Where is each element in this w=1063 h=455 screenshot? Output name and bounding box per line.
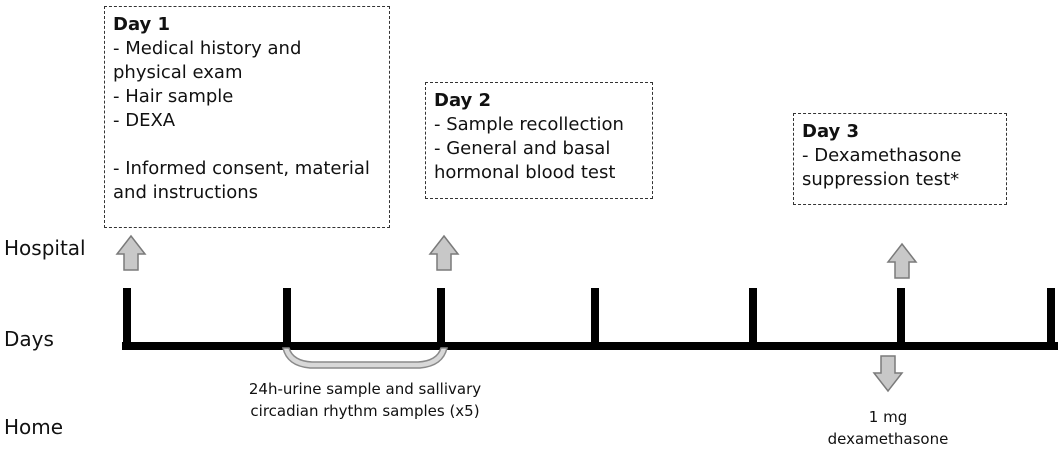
day2-box: Day 2 - Sample recollection - General an… bbox=[425, 82, 653, 199]
day1-title: Day 1 bbox=[113, 14, 171, 35]
row-label-home: Home bbox=[4, 415, 64, 439]
day3-title: Day 3 bbox=[802, 121, 860, 142]
hospital-arrow-up-icon-day3 bbox=[886, 242, 918, 279]
day1-line-1: - Medical history and bbox=[113, 38, 302, 59]
timeline-axis bbox=[122, 342, 1058, 350]
urine-sample-caption: 24h-urine sample and sallivary circadian… bbox=[240, 378, 490, 422]
home-arrow-down-icon bbox=[872, 355, 904, 393]
day2-title: Day 2 bbox=[434, 90, 492, 111]
dex-caption-line-2: dexamethasone bbox=[827, 430, 949, 448]
day-tick-7 bbox=[1047, 288, 1055, 346]
row-label-days: Days bbox=[4, 327, 54, 351]
day1-line-6: and instructions bbox=[113, 182, 258, 203]
day3-line-1: - Dexamethasone bbox=[802, 145, 962, 166]
day2-line-1: - Sample recollection bbox=[434, 114, 624, 135]
urine-caption-line-1: 24h-urine sample and sallivary bbox=[248, 380, 482, 398]
day1-line-3: - Hair sample bbox=[113, 86, 234, 107]
dex-caption-line-1: 1 mg bbox=[868, 408, 908, 426]
day1-spacer bbox=[113, 133, 381, 157]
day1-line-5: - Informed consent, material bbox=[113, 158, 370, 179]
row-label-hospital: Hospital bbox=[4, 236, 86, 260]
dexamethasone-caption: 1 mg dexamethasone bbox=[818, 406, 958, 450]
day1-line-2: physical exam bbox=[113, 62, 243, 83]
day-tick-4 bbox=[591, 288, 599, 346]
day-tick-2 bbox=[283, 288, 291, 346]
day3-box: Day 3 - Dexamethasone suppression test* bbox=[793, 113, 1007, 205]
day1-box: Day 1 - Medical history and physical exa… bbox=[104, 6, 390, 228]
day2-line-2: - General and basal bbox=[434, 138, 611, 159]
hospital-arrow-up-icon-day1 bbox=[115, 234, 147, 271]
day1-line-4: - DEXA bbox=[113, 110, 176, 131]
day2-line-3: hormonal blood test bbox=[434, 162, 616, 183]
hospital-arrow-up-icon-day2 bbox=[428, 234, 460, 271]
day-tick-5 bbox=[749, 288, 757, 346]
day-tick-6 bbox=[897, 288, 905, 346]
day-tick-1 bbox=[123, 288, 131, 346]
day-tick-3 bbox=[437, 288, 445, 346]
urine-caption-line-2: circadian rhythm samples (x5) bbox=[250, 402, 480, 420]
day3-line-2: suppression test* bbox=[802, 169, 960, 190]
collection-period-bracket bbox=[282, 347, 448, 369]
